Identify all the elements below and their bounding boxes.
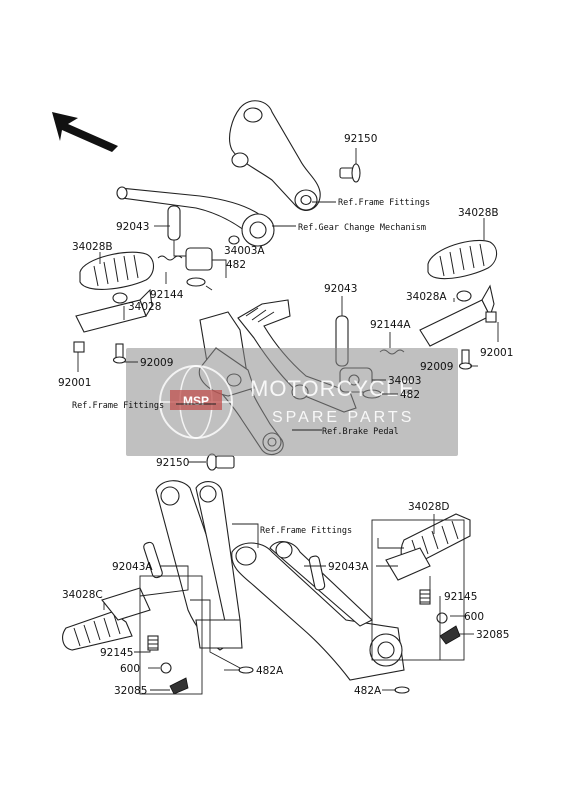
nut-92001-left bbox=[73, 341, 85, 353]
label-92009-right: 92009 bbox=[420, 361, 453, 373]
holder-34003A bbox=[185, 235, 240, 271]
washer-482-top bbox=[186, 277, 206, 287]
label-ref-brake-pedal: Ref.Brake Pedal bbox=[322, 427, 399, 437]
gear-pedal-lever bbox=[116, 186, 275, 247]
label-92043A-left: 92043A bbox=[112, 561, 153, 573]
bolt-92150-top bbox=[339, 163, 361, 183]
footpeg-rubber-34028B-left bbox=[79, 251, 155, 290]
label-92150-top: 92150 bbox=[344, 133, 377, 145]
label-ref-frame-fittings-3: Ref.Frame Fittings bbox=[260, 526, 352, 536]
label-92001-left: 92001 bbox=[58, 377, 91, 389]
label-34028D: 34028D bbox=[408, 501, 450, 513]
pin-92043-top bbox=[167, 205, 181, 241]
front-arrow-icon bbox=[52, 112, 118, 152]
spring-92145-right bbox=[419, 589, 431, 605]
label-92043-top: 92043 bbox=[116, 221, 149, 233]
label-92009-left: 92009 bbox=[140, 357, 173, 369]
label-32085-right: 32085 bbox=[476, 629, 509, 641]
bolt-92009-right bbox=[458, 349, 473, 370]
watermark-line1: MOTORCYCLE bbox=[250, 376, 415, 401]
nut-92001-right bbox=[485, 311, 497, 323]
pin-92043A-right bbox=[308, 555, 326, 591]
label-600-right: 600 bbox=[464, 611, 484, 623]
label-600-left: 600 bbox=[120, 663, 140, 675]
label-ref-frame-fittings-2: Ref.Frame Fittings bbox=[72, 401, 164, 411]
label-482-mid: 482 bbox=[400, 389, 420, 401]
label-34028-left: 34028 bbox=[128, 301, 161, 313]
spring-92145-left bbox=[147, 635, 159, 651]
label-92145-left: 92145 bbox=[100, 647, 133, 659]
washer-482A-right bbox=[394, 686, 410, 694]
watermark: MSP MOTORCYCLE SPARE PARTS bbox=[126, 348, 458, 456]
label-ref-gear-change: Ref.Gear Change Mechanism bbox=[298, 223, 426, 233]
part-labels: 92150 Ref.Frame Fittings Ref.Gear Change… bbox=[58, 133, 513, 697]
label-92144: 92144 bbox=[150, 289, 184, 301]
spring-92144 bbox=[157, 255, 183, 261]
detent-32085-left bbox=[169, 677, 189, 695]
footpeg-34028-left bbox=[75, 288, 153, 333]
label-482A-right: 482A bbox=[354, 685, 382, 697]
label-34003A: 34003A bbox=[224, 245, 265, 257]
leader-lines bbox=[77, 148, 499, 695]
rear-bracket-left bbox=[155, 480, 243, 651]
label-34003: 34003 bbox=[388, 375, 421, 387]
watermark-globe-icon: MSP bbox=[159, 365, 233, 439]
detent-32085-right bbox=[439, 625, 461, 645]
label-92150-mid: 92150 bbox=[156, 457, 189, 469]
ball-600-left bbox=[160, 662, 172, 674]
label-ref-frame-fittings-1: Ref.Frame Fittings bbox=[338, 198, 430, 208]
watermark-line2: SPARE PARTS bbox=[272, 409, 414, 426]
label-92043-mid: 92043 bbox=[324, 283, 357, 295]
bolt-92009-left bbox=[112, 343, 127, 364]
label-482-top: 482 bbox=[226, 259, 246, 271]
footpeg-34028D bbox=[385, 513, 471, 581]
label-482A-left: 482A bbox=[256, 665, 284, 677]
label-34028B-right: 34028B bbox=[458, 207, 499, 219]
footpeg-34028C bbox=[62, 587, 151, 651]
label-34028B-left: 34028B bbox=[72, 241, 113, 253]
ball-600-right bbox=[436, 612, 448, 624]
footpeg-rubber-34028B-right bbox=[427, 239, 498, 280]
label-32085-left: 32085 bbox=[114, 685, 147, 697]
washer-482A-left bbox=[238, 666, 254, 674]
label-92001-right: 92001 bbox=[480, 347, 513, 359]
watermark-logo-text: MSP bbox=[183, 394, 209, 408]
label-92043A-right: 92043A bbox=[328, 561, 369, 573]
pin-92043A-left bbox=[143, 541, 163, 579]
label-34028A-right: 34028A bbox=[406, 291, 447, 303]
label-92145-right: 92145 bbox=[444, 591, 477, 603]
label-92144A: 92144A bbox=[370, 319, 411, 331]
bolt-92150-mid bbox=[206, 453, 235, 471]
gear-pedal-bracket bbox=[229, 100, 321, 211]
label-34028C: 34028C bbox=[62, 589, 103, 601]
